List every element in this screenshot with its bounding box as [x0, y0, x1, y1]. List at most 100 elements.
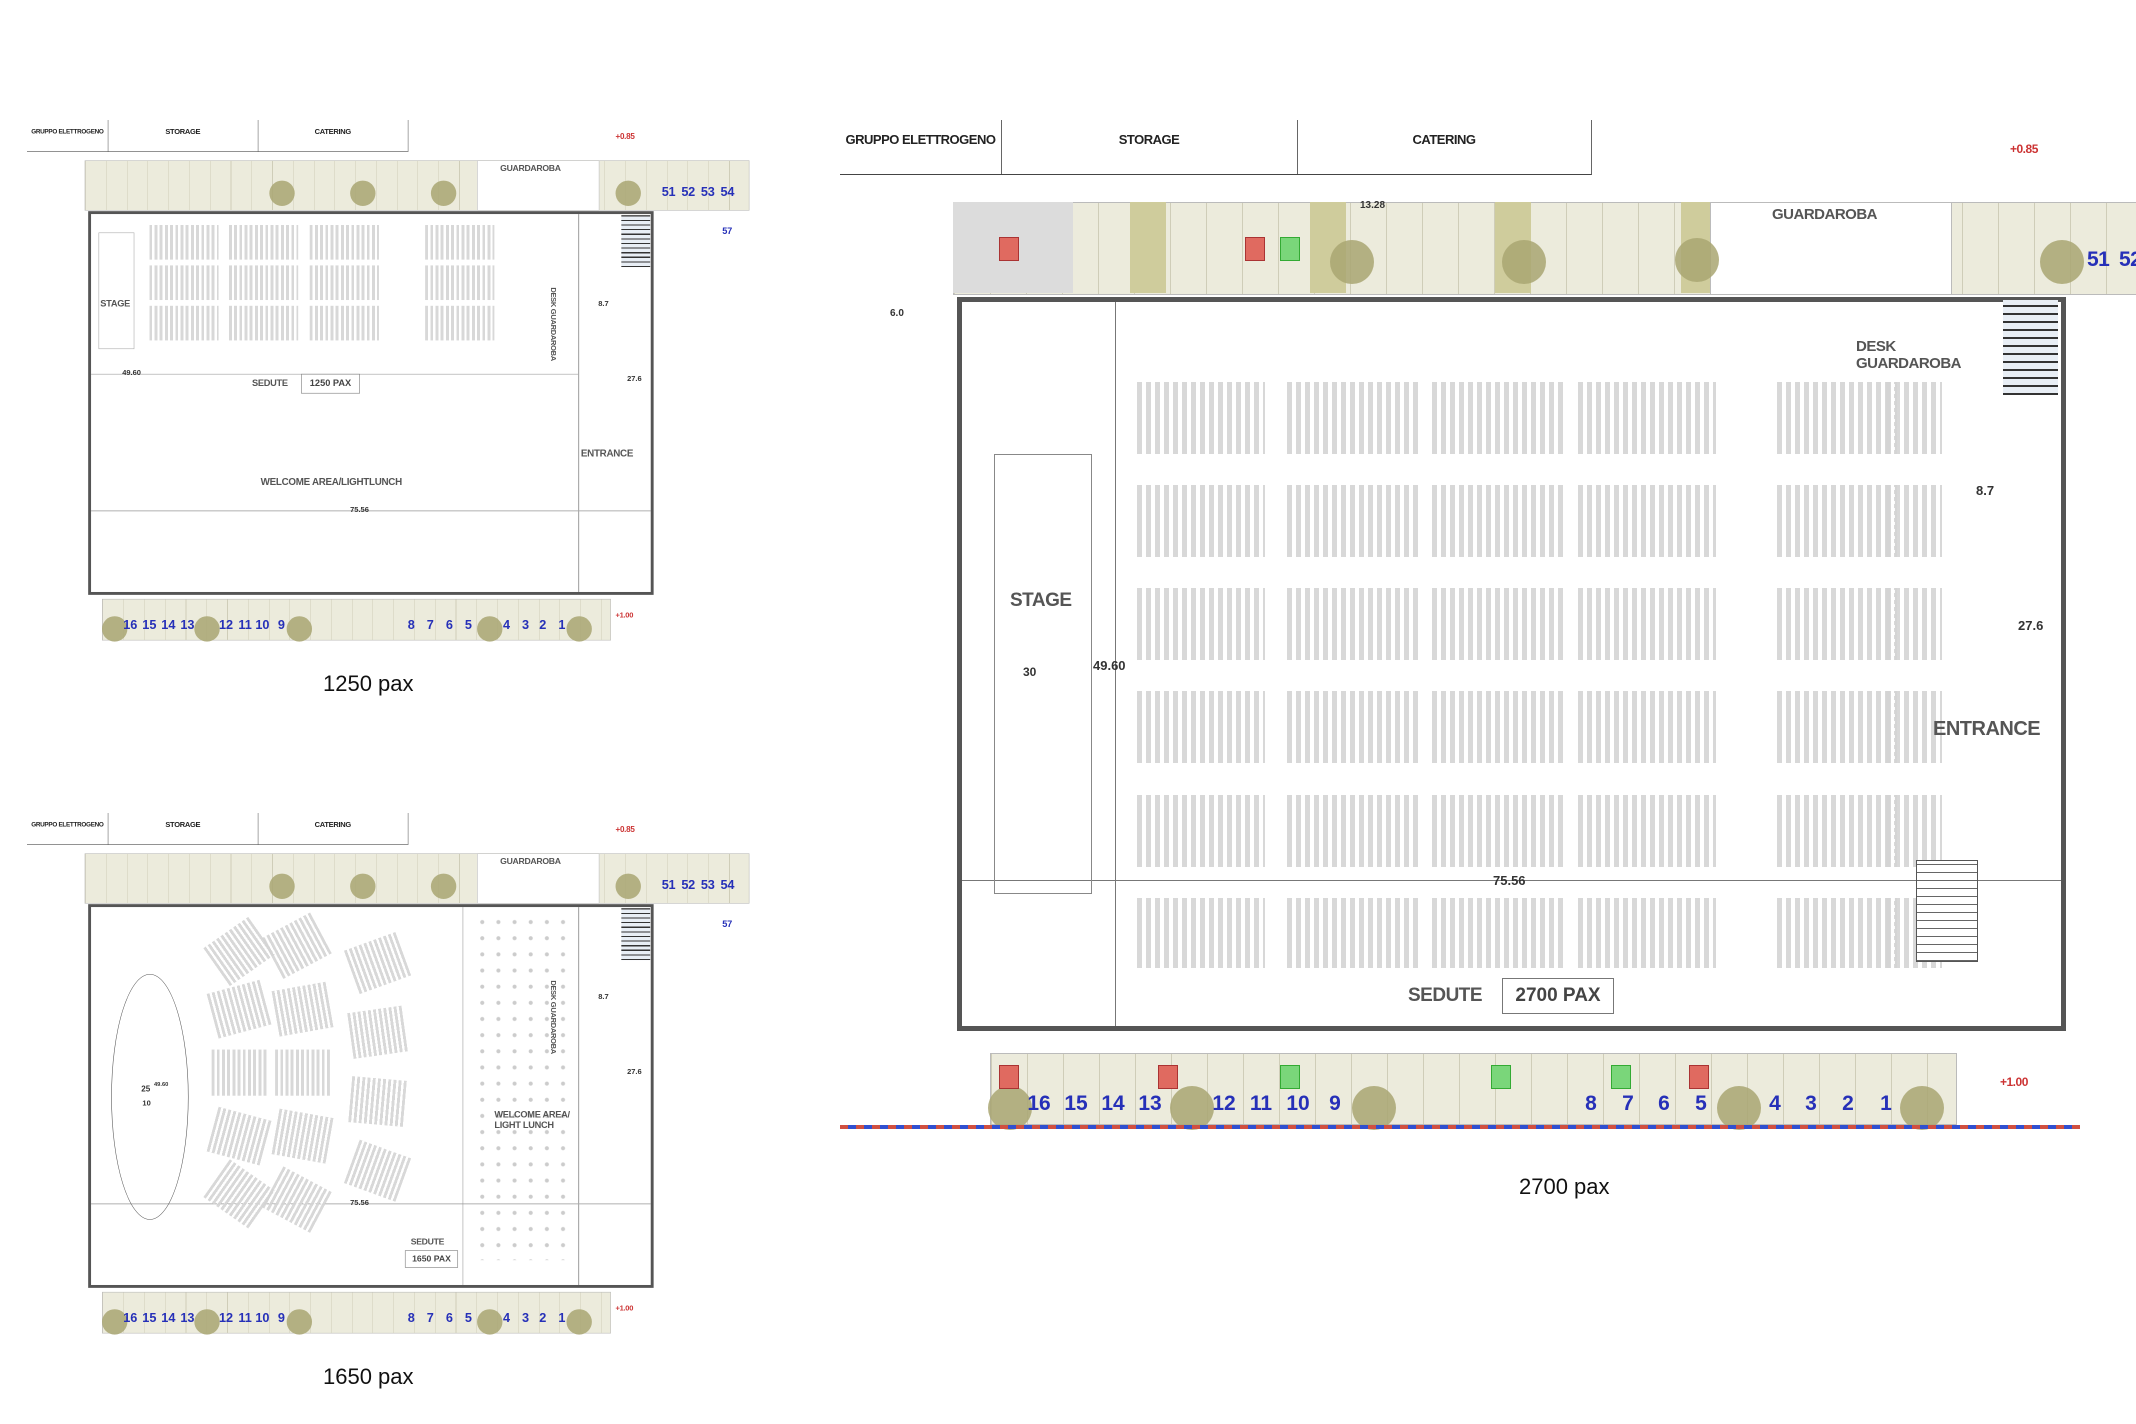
- dim-side: 27.6: [627, 373, 642, 383]
- seat-block: [271, 981, 334, 1037]
- top-parking-strip: [84, 160, 750, 211]
- seat-block: [211, 1049, 267, 1096]
- parking-number: 15: [142, 617, 157, 632]
- seat-block: [1578, 382, 1716, 454]
- seat-block: [1432, 898, 1564, 968]
- parking-number: 13: [180, 1310, 195, 1325]
- stage-dim-a: 25: [141, 1084, 151, 1094]
- parking-number: 14: [161, 1310, 176, 1325]
- restrooms: [2003, 300, 2058, 395]
- parking-number: 14: [161, 617, 176, 632]
- stage-dim-b: 49.60: [153, 1081, 169, 1088]
- top-parking-strip: [84, 853, 750, 904]
- parking-number: 3: [521, 1310, 530, 1325]
- seat-block: [1287, 795, 1419, 867]
- stage-dim-c: 10: [142, 1098, 151, 1108]
- dim-depth: 49.60: [122, 368, 141, 377]
- dim-top: 13.28: [1360, 200, 1386, 211]
- dim-gen: 6.0: [890, 308, 904, 319]
- bottom-parking-strip: [990, 1053, 1957, 1125]
- parking-number: 16: [1027, 1092, 1051, 1115]
- bottom-parking-strip: [102, 1291, 611, 1334]
- parking-number: 11: [1249, 1092, 1273, 1115]
- spot-53: 53: [700, 877, 715, 893]
- seat-block: [348, 1076, 407, 1127]
- parking-number: 4: [502, 1310, 511, 1325]
- seat-block: [1578, 691, 1716, 763]
- seat-block: [1137, 898, 1265, 968]
- bottom-parking-strip: [102, 598, 611, 641]
- seat-block: [149, 265, 219, 301]
- level-top: +0.85: [2010, 142, 2038, 156]
- stage: [98, 232, 135, 350]
- seat-block: [425, 305, 495, 341]
- seat-block: [309, 305, 379, 341]
- seat-block: [1886, 691, 1942, 763]
- parking-number: 4: [502, 617, 511, 632]
- seat-block: [1886, 485, 1942, 557]
- floor-plan-2700: GRUPPO ELETTROGENO STORAGE CATERING +0.8…: [840, 120, 2136, 1130]
- desk-guardaroba-label: DESK GUARDAROBA: [1856, 338, 1962, 372]
- spot-52: 52: [681, 184, 695, 200]
- pax-badge: 2700 PAX: [1502, 978, 1614, 1014]
- stage: [994, 454, 1092, 894]
- parking-number: 16: [123, 617, 138, 632]
- parking-number: 3: [521, 617, 530, 632]
- desk-guardaroba-label: DESK GUARDAROBA: [549, 287, 558, 361]
- dim-entry: 8.7: [598, 298, 609, 308]
- welcome-tables: [474, 913, 567, 1261]
- parking-number: 10: [255, 617, 270, 632]
- seat-block: [425, 225, 495, 260]
- seat-block: [1287, 898, 1419, 968]
- spot-53: 53: [700, 184, 715, 200]
- parking-number: 13: [180, 617, 195, 632]
- parking-number: 1: [558, 617, 566, 632]
- seat-block: [1287, 588, 1419, 660]
- seat-block: [149, 225, 219, 260]
- seat-block: [1777, 382, 1897, 454]
- seat-block: [271, 1108, 334, 1164]
- guardaroba-label: GUARDAROBA: [500, 163, 561, 174]
- parking-number: 6: [1658, 1092, 1670, 1115]
- parking-number: 9: [1329, 1092, 1341, 1115]
- parking-number: 1: [1880, 1092, 1892, 1115]
- dim-width: 75.56: [350, 1197, 369, 1207]
- header-catering: CATERING: [257, 120, 409, 152]
- dim-width: 75.56: [350, 504, 369, 514]
- caption-1650: 1650 pax: [323, 1364, 414, 1389]
- spot-54: 54: [720, 877, 735, 893]
- level-bottom: +1.00: [615, 1303, 634, 1313]
- floor-plan-1250: GRUPPO ELETTROGENO STORAGE CATERING +0.8…: [27, 120, 775, 703]
- parking-number: 9: [277, 1310, 285, 1325]
- spot-57: 57: [722, 226, 732, 237]
- seat-block: [1137, 382, 1265, 454]
- guardaroba-label: GUARDAROBA: [500, 856, 561, 867]
- spot-52: 52: [681, 877, 695, 893]
- seat-block: [149, 305, 219, 341]
- seat-block: [1432, 588, 1564, 660]
- parking-number: 5: [464, 1310, 472, 1325]
- guardaroba-label: GUARDAROBA: [1772, 206, 1878, 223]
- seat-block: [1287, 691, 1419, 763]
- seat-block: [1432, 795, 1564, 867]
- parking-number: 9: [277, 617, 285, 632]
- seat-block: [1432, 691, 1564, 763]
- dim-stage: 30: [1023, 665, 1037, 679]
- stage-label: STAGE: [100, 298, 130, 309]
- parking-number: 10: [255, 1310, 270, 1325]
- spot-54: 54: [720, 184, 735, 200]
- guardaroba-room: [1710, 202, 1952, 295]
- parking-number: 11: [238, 1310, 252, 1325]
- desk-guardaroba-label: DESK GUARDAROBA: [549, 980, 558, 1054]
- spot-51: 51: [661, 184, 676, 200]
- seat-block: [1886, 588, 1942, 660]
- parking-number: 14: [1101, 1092, 1125, 1115]
- seat-block: [228, 225, 299, 260]
- parking-number: 6: [445, 617, 453, 632]
- pax-badge: 1250 PAX: [301, 373, 360, 394]
- parking-number: 11: [238, 617, 252, 632]
- header-storage: STORAGE: [107, 813, 259, 845]
- entrance-label: ENTRANCE: [1933, 718, 2041, 740]
- dim-width: 75.56: [1493, 873, 1526, 888]
- seat-block: [1777, 795, 1897, 867]
